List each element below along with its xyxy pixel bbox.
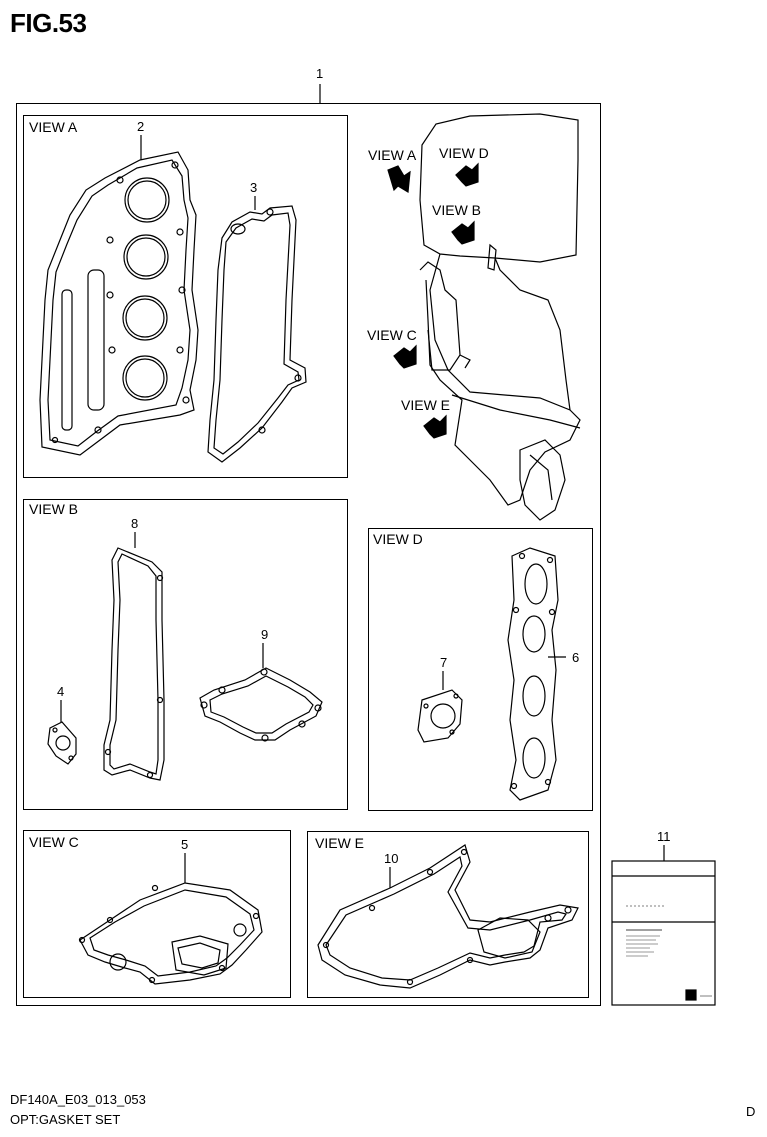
view-c-label: VIEW C [29,834,79,850]
gasket-kit-frame [16,103,601,1006]
view-arrows [387,162,479,439]
view-a-arrow [387,165,411,194]
callout-8[interactable]: 8 [131,516,139,531]
callout-4[interactable]: 4 [57,684,65,699]
view-c-panel [23,830,291,998]
gasket-8 [103,532,165,781]
gasket-9 [199,643,323,742]
model-code: DF140A_E03_013_053 [10,1092,146,1107]
engine-view-d-label: VIEW D [439,145,489,161]
page-letter: D [746,1104,756,1119]
view-a-label: VIEW A [29,119,78,135]
view-d-label: VIEW D [373,531,423,547]
callout-2[interactable]: 2 [137,119,145,134]
view-b-label: VIEW B [29,501,79,517]
engine-view-c-label: VIEW C [367,327,417,343]
callout-9[interactable]: 9 [261,627,269,642]
cover-gasket-3 [207,196,307,463]
view-c-arrow [393,344,417,369]
view-e-arrow [423,414,447,439]
outboard-engine-outline [419,113,581,521]
gasket-10 [317,844,579,989]
view-b-panel [23,499,348,810]
callout-5[interactable]: 5 [181,837,189,852]
engine-view-e-label: VIEW E [401,397,451,413]
callout-7[interactable]: 7 [440,655,448,670]
callout-6[interactable]: 6 [572,650,580,665]
view-a-panel [23,115,348,478]
callout-11[interactable]: 11 [657,829,671,844]
callout-1[interactable]: 1 [316,66,324,81]
view-d-arrow [455,162,479,187]
section-title: OPT:GASKET SET [10,1112,121,1127]
view-e-label: VIEW E [315,835,365,851]
gasket-4 [47,700,77,765]
gasket-7 [417,671,463,743]
view-e-panel [307,831,589,998]
exhaust-gasket-6 [507,547,566,801]
view-d-panel [368,528,593,811]
engine-view-b-label: VIEW B [432,202,482,218]
view-b-arrow [451,220,475,245]
gasket-5 [78,853,263,985]
callout-10[interactable]: 10 [384,851,399,866]
callout-3[interactable]: 3 [250,180,258,195]
cylinder-head-gasket-2 [39,135,199,456]
figure-title: FIG.53 [10,8,87,38]
engine-view-a-label: VIEW A [368,147,417,163]
manual-booklet-11 [611,845,716,1006]
